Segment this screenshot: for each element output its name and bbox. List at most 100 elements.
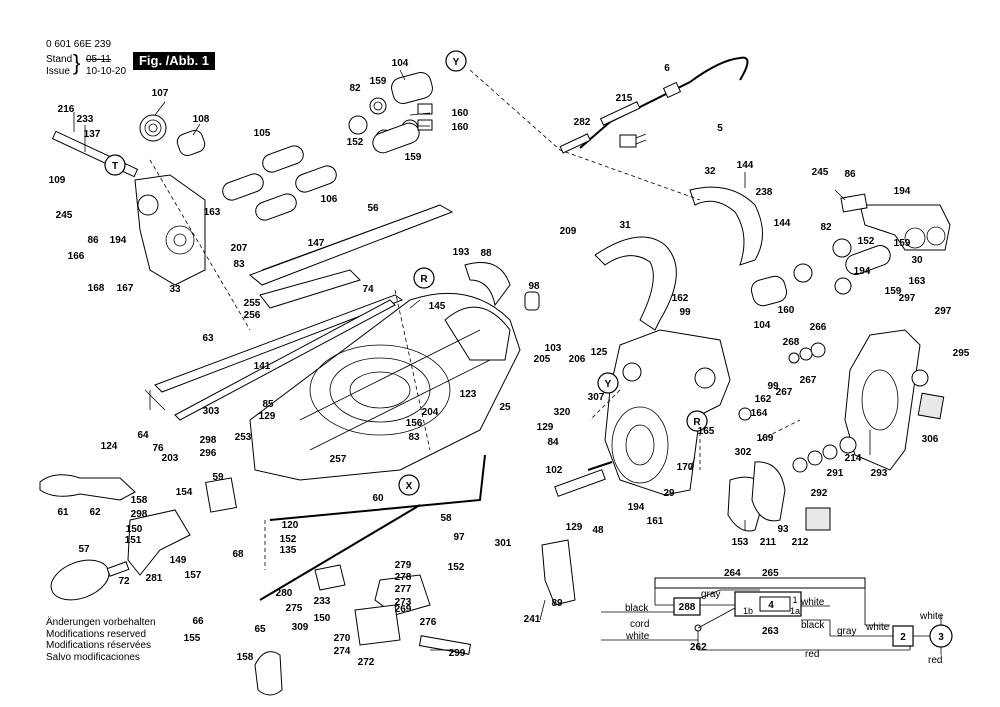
plug <box>619 134 637 148</box>
part-number-109: 109 <box>49 175 66 186</box>
part-number-83: 83 <box>408 432 420 443</box>
part-number-152: 152 <box>280 534 297 545</box>
part-number-302: 302 <box>735 447 752 458</box>
power-cord <box>579 56 749 149</box>
part-number-320: 320 <box>554 407 571 418</box>
part-number-29: 29 <box>663 488 675 499</box>
part-number-56: 56 <box>367 203 379 214</box>
part-number-60: 60 <box>372 493 384 504</box>
part-number-147: 147 <box>308 238 325 249</box>
figure-label: Fig. /Abb. 1 <box>133 52 215 70</box>
part-number-207: 207 <box>231 243 248 254</box>
label-3: 3 <box>938 632 944 643</box>
terminal-1: 1 <box>792 595 797 605</box>
part-number-137: 137 <box>84 129 101 140</box>
part-number-245: 245 <box>56 210 73 221</box>
part-number-58: 58 <box>440 513 452 524</box>
part-number-162: 162 <box>672 293 689 304</box>
part-number-159: 159 <box>894 238 911 249</box>
part-number-194: 194 <box>854 266 871 277</box>
leader-lines <box>73 69 871 651</box>
spring <box>139 114 167 142</box>
part-number-245: 245 <box>812 167 829 178</box>
terminal-1a: 1a <box>790 606 800 616</box>
part-number-296: 296 <box>200 448 217 459</box>
callout-letters: T Y R Y R X <box>104 50 708 496</box>
part-number-155: 155 <box>184 633 201 644</box>
part-number-135: 135 <box>280 545 297 556</box>
part-number-123: 123 <box>460 389 477 400</box>
part-number-307: 307 <box>588 392 605 403</box>
reference-lines <box>149 69 801 570</box>
part-number-194: 194 <box>894 186 911 197</box>
part-number-253: 253 <box>235 432 252 443</box>
part-number-170: 170 <box>677 462 694 473</box>
part-number-106: 106 <box>321 194 338 205</box>
part-number-6: 6 <box>664 63 670 74</box>
part-number-214: 214 <box>845 453 862 464</box>
note-fr: Modifications réservées <box>46 640 152 652</box>
lever-72 <box>127 509 191 576</box>
part-number-270: 270 <box>334 633 351 644</box>
part-number-241: 241 <box>524 614 541 625</box>
wire-white-right: white <box>865 622 890 633</box>
callout-Y-top: Y <box>453 57 460 68</box>
part-number-154: 154 <box>176 487 193 498</box>
part-number-297: 297 <box>899 293 916 304</box>
motor-housing-125 <box>604 329 731 496</box>
part-number-298: 298 <box>131 509 148 520</box>
part-number-206: 206 <box>569 354 586 365</box>
issue-date: 10-10-20 <box>86 66 127 77</box>
part-number-205: 205 <box>534 354 551 365</box>
part-number-281: 281 <box>146 573 163 584</box>
part-number-89: 89 <box>551 598 563 609</box>
part-number-194: 194 <box>110 235 127 246</box>
switch-288 <box>673 597 701 616</box>
part-number-256: 256 <box>244 310 261 321</box>
part-number-282: 282 <box>574 117 591 128</box>
part-number-32: 32 <box>704 166 716 177</box>
part-number-105: 105 <box>254 128 271 139</box>
part-number-163: 163 <box>204 207 221 218</box>
issue-label: Issue <box>46 66 70 77</box>
part-number-97: 97 <box>453 532 465 543</box>
wire-gray-right: gray <box>837 626 856 637</box>
part-number-306: 306 <box>922 434 939 445</box>
note-es: Salvo modificaciones <box>46 651 140 663</box>
part-number-193: 193 <box>453 247 470 258</box>
part-number-150: 150 <box>126 524 143 535</box>
label-264: 264 <box>724 568 741 579</box>
part-number-301: 301 <box>495 538 512 549</box>
part-number-168: 168 <box>88 283 105 294</box>
part-number-129: 129 <box>259 411 276 422</box>
part-number-159: 159 <box>370 76 387 87</box>
part-number-129: 129 <box>537 422 554 433</box>
callout-Y-motor: Y <box>605 379 612 390</box>
wire-red-bottom: red <box>805 649 819 660</box>
part-number-266: 266 <box>810 322 827 333</box>
label-263: 263 <box>762 626 779 637</box>
part-number-280: 280 <box>276 588 293 599</box>
handle-31 <box>594 236 677 331</box>
part-number-297: 297 <box>935 306 952 317</box>
part-number-299: 299 <box>449 648 466 659</box>
part-number-76: 76 <box>152 443 164 454</box>
stand-value: 05-11 <box>86 54 111 65</box>
part-number-152: 152 <box>858 236 875 247</box>
wire-white-left: white <box>625 631 650 642</box>
part-number-83: 83 <box>233 259 245 270</box>
cord-sleeve-2 <box>599 101 641 126</box>
part-number-158: 158 <box>131 495 148 506</box>
part-number-274: 274 <box>334 646 351 657</box>
part-number-68: 68 <box>232 549 244 560</box>
label-4: 4 <box>768 600 774 611</box>
wire-black-left: black <box>625 603 649 614</box>
part-number-125: 125 <box>591 347 608 358</box>
brace-icon: } <box>73 50 81 75</box>
part-number-5: 5 <box>717 123 723 134</box>
part-number-99: 99 <box>679 307 691 318</box>
part-number-158: 158 <box>237 652 254 663</box>
part-number-99: 99 <box>767 381 779 392</box>
